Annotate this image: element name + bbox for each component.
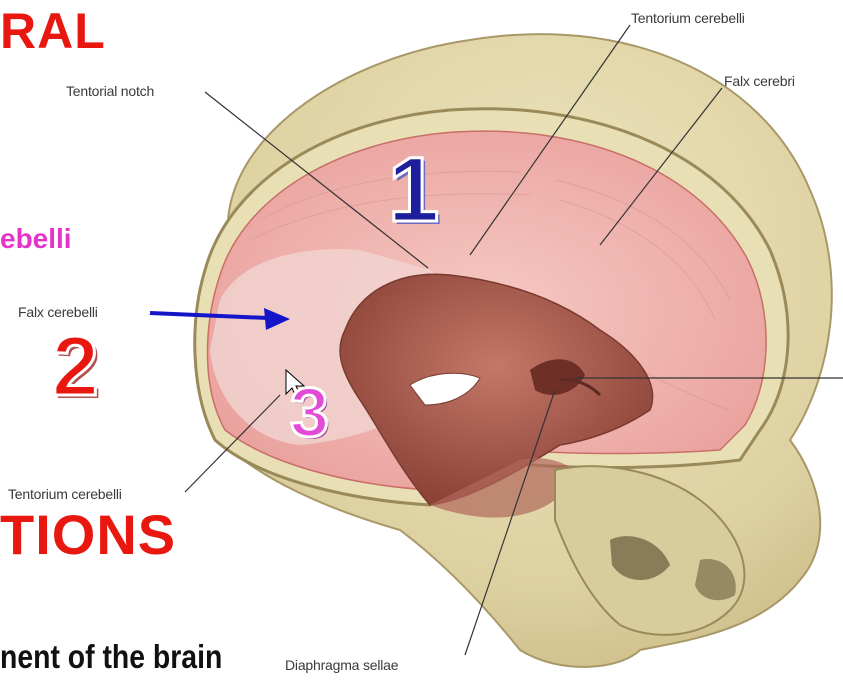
- label-tentorial-notch: Tentorial notch: [66, 83, 154, 99]
- region-number-1: 1: [388, 138, 439, 243]
- heading-bottom: TIONS: [0, 502, 176, 567]
- region-number-2: 2: [52, 318, 99, 415]
- label-falx-cerebri: Falx cerebri: [724, 73, 795, 89]
- label-tentorium-cerebelli-top: Tentorium cerebelli: [631, 10, 745, 26]
- label-diaphragma-sellae: Diaphragma sellae: [285, 657, 398, 673]
- label-tentorium-cerebelli-bottom: Tentorium cerebelli: [8, 486, 122, 502]
- region-number-3: 3: [290, 372, 329, 452]
- heading-mid: ebelli: [0, 223, 72, 255]
- heading-top: RAL: [0, 2, 106, 60]
- caption: nent of the brain: [0, 638, 222, 676]
